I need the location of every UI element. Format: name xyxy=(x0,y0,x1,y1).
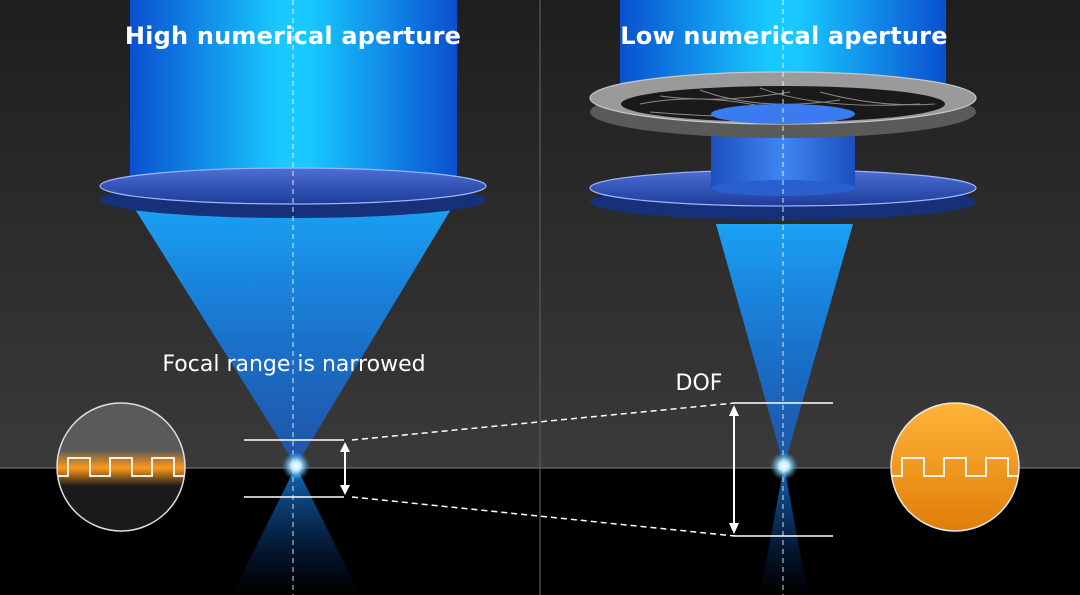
right-stem-top xyxy=(711,104,855,124)
surface-profile-icon xyxy=(56,402,186,532)
right-objective xyxy=(589,0,977,595)
left-panel-title: High numerical aperture xyxy=(124,22,462,50)
left-focal-range-marker xyxy=(244,439,350,498)
dof-label: DOF xyxy=(675,371,723,396)
surface-profile-icon xyxy=(890,402,1020,532)
right-focal-spot xyxy=(770,452,798,480)
left-focal-spot xyxy=(282,452,310,480)
right-focus-cone xyxy=(716,224,853,466)
right-panel-title: Low numerical aperture xyxy=(620,22,948,50)
left-objective-lens xyxy=(99,167,487,205)
dof-comparison-lines xyxy=(351,402,736,537)
right-diverging-cone xyxy=(760,466,808,595)
left-objective xyxy=(99,0,487,595)
left-diverging-cone xyxy=(232,466,360,595)
focal-range-note: Focal range is narrowed xyxy=(162,352,426,377)
dof-range-marker xyxy=(729,402,833,537)
